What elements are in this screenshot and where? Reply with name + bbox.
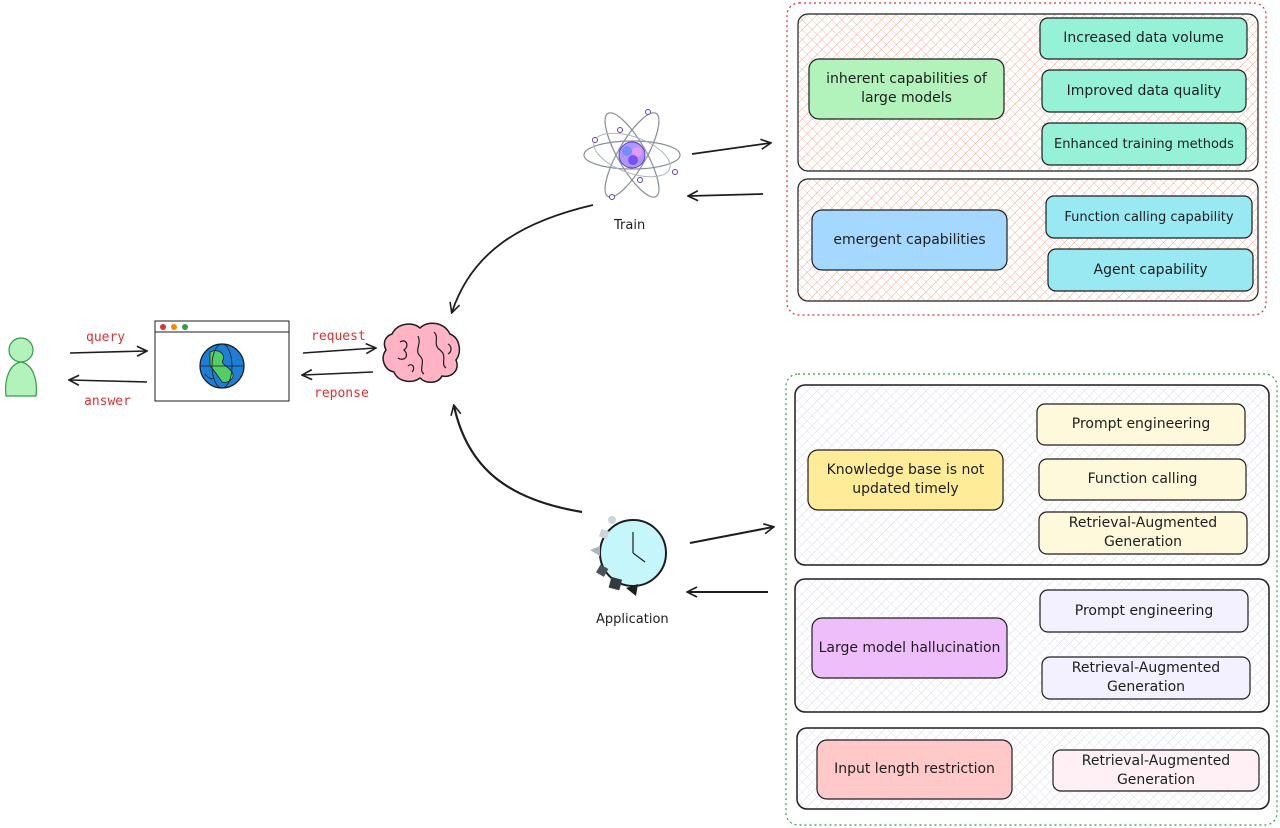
hallucination-prompt-engineering-box: Prompt engineering [1074,602,1214,619]
knowledge-function-calling-box: Function calling [1087,471,1198,487]
answer-label: answer [84,394,131,409]
knowledge-prompt-engineering-box: Prompt engineering [1071,416,1211,432]
application-group-border [785,373,1278,826]
clock-icon [590,516,667,596]
hallucination-box: Large model hallucination [818,639,1001,656]
enhanced-training-methods-box: Enhanced training methods [1054,136,1234,152]
atom-icon [583,109,681,200]
query-label: query [86,330,126,345]
user-icon [5,337,37,397]
train-out-arrow [691,143,770,155]
application-out-arrow [689,527,773,544]
query-arrow [69,351,146,353]
globe-icon [199,343,245,389]
input-length-box: Input length restriction [834,761,995,777]
browser-window-icon [154,320,290,402]
knowledge-rag-box: Retrieval-Augmented Generation [1068,515,1218,550]
function-calling-capability-box: Function calling capability [1064,209,1234,225]
train-to-brain-arrow [452,204,594,312]
request-arrow [302,348,375,353]
train-in-arrow [689,194,764,196]
knowledge-section [794,384,1270,566]
application-to-brain-arrow [454,406,583,514]
response-label: reponse [314,386,369,401]
request-label: request [311,329,366,344]
emergent-section [797,178,1259,302]
emergent-capabilities-box: emergent capabilities [833,231,986,248]
hallucination-section [794,578,1270,713]
inherent-section [797,13,1259,172]
hallucination-rag-box: Retrieval-Augmented Generation [1071,660,1221,695]
response-arrow [303,372,374,375]
improved-data-quality-box: Improved data quality [1066,82,1222,99]
answer-arrow [70,380,148,382]
application-caption: Application [596,612,669,627]
agent-capability-box: Agent capability [1093,261,1208,278]
train-caption: Train [614,218,646,233]
input-length-rag-box: Retrieval-Augmented Generation [1081,752,1231,788]
inherent-capabilities-box: inherent capabilities of large models [826,71,987,106]
input-length-section [796,727,1270,810]
increased-data-volume-box: Increased data volume [1063,30,1224,46]
knowledge-base-box: Knowledge base is not updated timely [826,462,985,497]
brain-icon [382,322,461,383]
